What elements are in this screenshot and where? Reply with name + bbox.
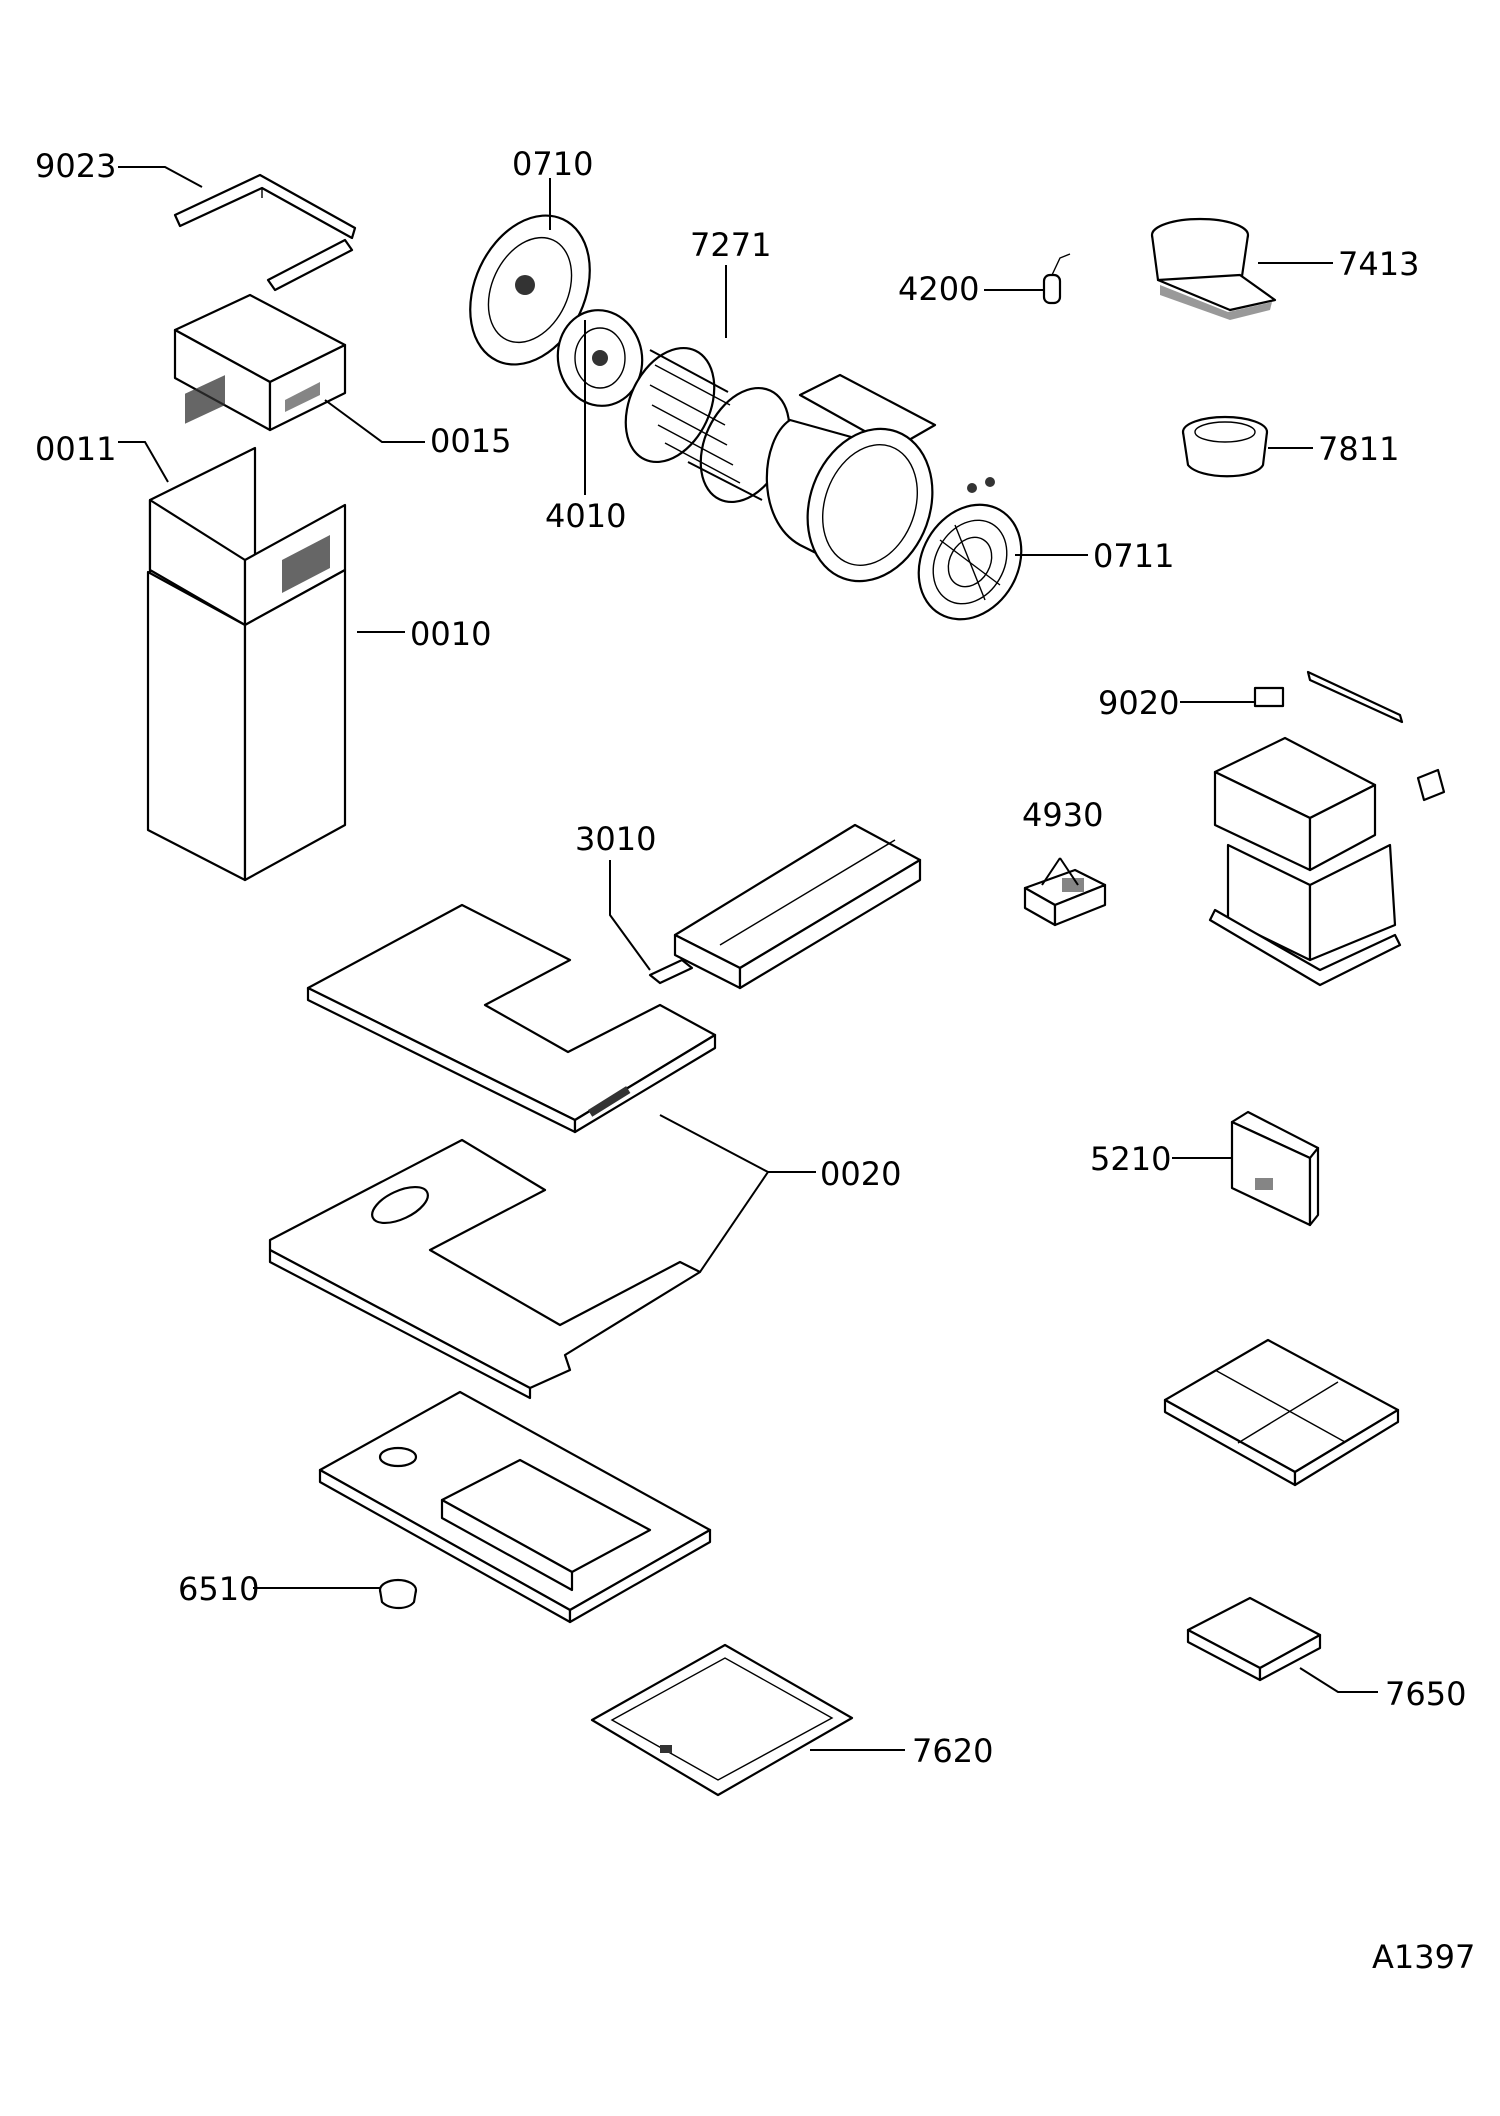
label-0015: 0015 bbox=[430, 422, 511, 460]
part-7620-grease-filter bbox=[590, 1643, 854, 1797]
part-blower-housing bbox=[765, 373, 937, 583]
label-7271: 7271 bbox=[690, 226, 771, 264]
part-control-bar bbox=[673, 823, 922, 990]
label-6510: 6510 bbox=[178, 1570, 259, 1608]
part-0710-motor-plate bbox=[469, 214, 591, 366]
label-9020: 9020 bbox=[1098, 684, 1179, 722]
diagram-reference: A1397 bbox=[1372, 1938, 1475, 1976]
part-labels: 9023 0710 7271 4200 7413 0015 0011 4010 … bbox=[35, 145, 1475, 1976]
part-4200-capacitor bbox=[1042, 253, 1071, 305]
label-0020: 0020 bbox=[820, 1155, 901, 1193]
label-7650: 7650 bbox=[1385, 1675, 1466, 1713]
part-9023-bracket bbox=[173, 173, 357, 292]
label-9023: 9023 bbox=[35, 147, 116, 185]
label-0711: 0711 bbox=[1093, 537, 1174, 575]
part-0020-panel-lower bbox=[268, 1138, 702, 1400]
label-4930: 4930 bbox=[1022, 796, 1103, 834]
part-0020-panel-upper bbox=[306, 903, 717, 1134]
part-0711-grille bbox=[917, 477, 1023, 621]
part-7650-charcoal-filter bbox=[1186, 1596, 1322, 1682]
label-0710: 0710 bbox=[512, 145, 593, 183]
label-0010: 0010 bbox=[410, 615, 491, 653]
part-4930-module bbox=[1023, 868, 1107, 927]
leader-lines bbox=[118, 166, 1378, 1751]
label-4010: 4010 bbox=[545, 497, 626, 535]
label-4200: 4200 bbox=[898, 270, 979, 308]
label-7620: 7620 bbox=[912, 1732, 993, 1770]
label-7811: 7811 bbox=[1318, 430, 1399, 468]
part-3010-switch bbox=[648, 958, 694, 985]
part-bottom-tray bbox=[318, 1390, 712, 1624]
part-0010-chimney bbox=[146, 375, 347, 882]
part-4010-motor bbox=[556, 309, 644, 407]
part-filter-frame bbox=[1163, 1338, 1400, 1487]
label-3010: 3010 bbox=[575, 820, 656, 858]
part-5210-pcb bbox=[1230, 1110, 1320, 1227]
label-0011: 0011 bbox=[35, 430, 116, 468]
part-6510-knob bbox=[378, 1578, 418, 1610]
label-7413: 7413 bbox=[1338, 245, 1419, 283]
part-7413-flange bbox=[1150, 217, 1277, 320]
part-7811-ring bbox=[1181, 415, 1269, 478]
part-9020-frame bbox=[1208, 670, 1446, 987]
label-5210: 5210 bbox=[1090, 1140, 1171, 1178]
